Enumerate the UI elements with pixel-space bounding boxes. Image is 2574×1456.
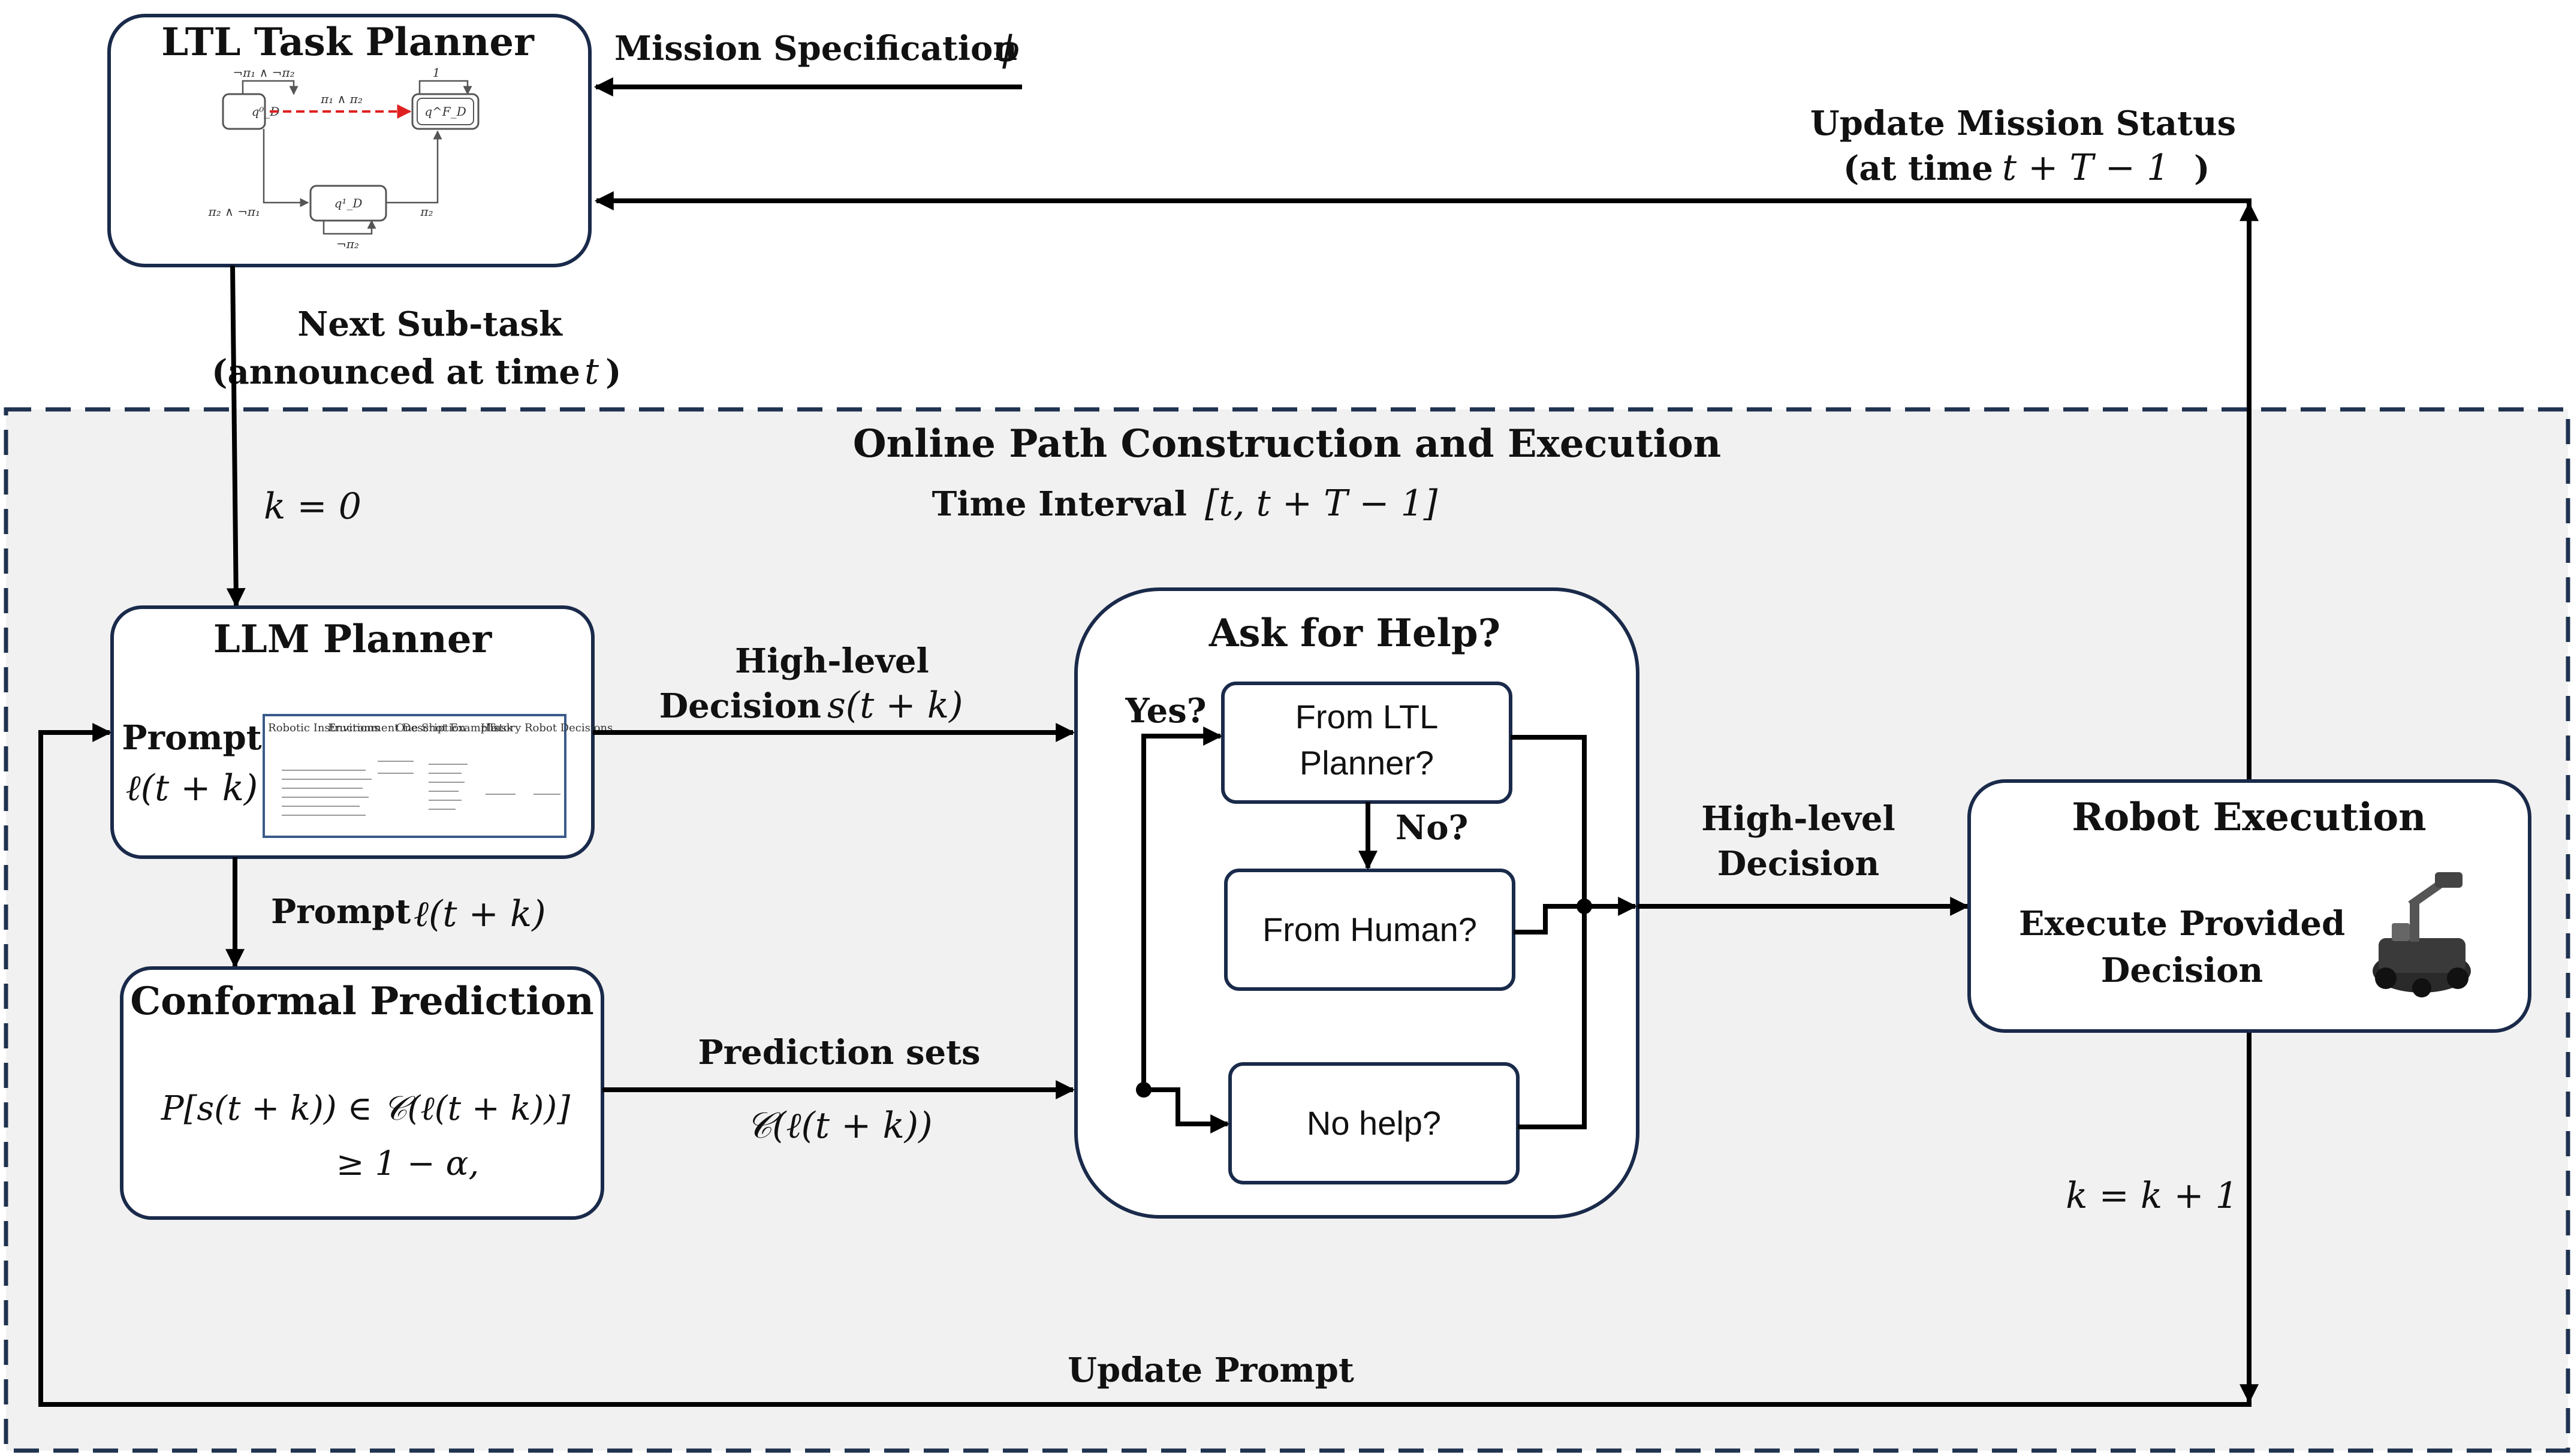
human-to-merge (1514, 904, 1584, 935)
automaton-edge-q0-q1 (263, 129, 309, 207)
prompt-thumbnail: Robotic Instructions Environment Descrip… (263, 714, 613, 838)
next-subtask-line2-math: t (584, 351, 599, 393)
conformal-line2: ≥ 1 − α, (336, 1144, 480, 1183)
online-region-title: Online Path Construction and Execution (853, 421, 1721, 466)
high-level-edge-line1: High-level (735, 641, 929, 681)
next-subtask-line2-suffix: ) (605, 352, 622, 392)
no-help-label: No help? (1307, 1104, 1441, 1142)
no-label: No? (1395, 808, 1468, 848)
llm-prompt-label: Prompt (122, 718, 261, 758)
llm-prompt-math: ℓ(t + k) (126, 767, 258, 809)
automaton-edge-q1-qF (386, 130, 442, 204)
thumb-text-lines (282, 761, 560, 816)
decision-edge-line2: Decision (1717, 844, 1879, 884)
prediction-sets-math: 𝒞(ℓ(t + k)) (746, 1105, 932, 1147)
automaton-state-qF-inner (417, 98, 474, 125)
time-interval-math: [t, t + T − 1] (1205, 483, 1438, 524)
time-interval-label: Time Interval (932, 484, 1187, 524)
automaton-selfloop-q0-label: ¬π₁ ∧ ¬π₂ (233, 65, 294, 80)
thumb-header-1: Robotic Instructions (268, 722, 379, 734)
update-prompt-label: Update Prompt (1068, 1351, 1354, 1390)
robot-line1: Execute Provided (2019, 904, 2345, 943)
update-status-line2-suffix: ) (2194, 149, 2210, 188)
path-to-no-help (1144, 1087, 1230, 1134)
llm-planner-title: LLM Planner (213, 617, 493, 662)
yes-label: Yes? (1125, 691, 1206, 731)
high-level-edge-line2-math: s(t + k) (827, 685, 963, 727)
update-status-line2-math: t + T − 1 (2002, 147, 2169, 189)
conformal-title: Conformal Prediction (130, 979, 594, 1024)
automaton-selfloop-qF (418, 80, 472, 95)
update-status-line2-prefix: (at time (1843, 149, 1993, 188)
automaton-selfloop-q0 (242, 80, 299, 95)
automaton-edge-q1-qF-label: π₂ (420, 204, 433, 219)
update-prompt-loop (38, 723, 2252, 1407)
next-subtask-arrow (226, 265, 246, 608)
conformal-line1: P[s(t + k)) ∈ 𝒞(ℓ(t + k))] (161, 1089, 570, 1128)
prompt-edge-math: ℓ(t + k) (414, 893, 546, 935)
robot-title: Robot Execution (2072, 795, 2426, 840)
prediction-sets-label: Prediction sets (698, 1033, 980, 1072)
decision-edge-line1: High-level (1701, 799, 1895, 839)
next-subtask-line1: Next Sub-task (297, 305, 563, 344)
automaton-state-q1-label: q¹_D (334, 196, 363, 210)
merge-junction-dot (1577, 899, 1592, 914)
k-init-label: k = 0 (264, 486, 361, 527)
update-status-line1: Update Mission Status (1810, 104, 2236, 143)
robot-line2: Decision (2101, 951, 2263, 990)
automaton-state-qF-label: q^F_D (424, 104, 466, 119)
automaton-edge-q0-q1-label: π₂ ∧ ¬π₁ (208, 204, 260, 219)
prompt-edge-label: Prompt (271, 892, 411, 932)
conformal-box (120, 966, 604, 1220)
ltl-planner-box (107, 14, 592, 267)
prompt-thumbnail-frame (263, 714, 566, 838)
nohelp-to-merge (1518, 906, 1587, 1129)
automaton-state-q0 (222, 93, 266, 130)
robot-icon (2373, 872, 2471, 997)
mission-spec-symbol: ϕ (995, 28, 1020, 70)
automaton-state-qF (411, 93, 480, 130)
thumb-header-4: Task (488, 722, 514, 734)
automaton-edge-q0-qF-label: π₁ ∧ π₂ (320, 92, 363, 106)
automaton-selfloop-q1-label: ¬π₂ (336, 237, 359, 251)
automaton-selfloop-qF-label: 1 (433, 65, 441, 80)
thumb-header-5: History Robot Decisions (481, 722, 613, 734)
prediction-junction-dot (1136, 1082, 1152, 1098)
from-ltl-line1: From LTL (1295, 698, 1439, 735)
thumb-header-3: One Shot Example (396, 722, 497, 734)
ltl-planner-title: LTL Task Planner (161, 20, 535, 65)
from-ltl-line2: Planner? (1300, 744, 1434, 782)
ask-help-title: Ask for Help? (1208, 611, 1500, 656)
next-subtask-line2-prefix: (announced at time (212, 352, 580, 392)
k-update-label: k = k + 1 (2066, 1175, 2238, 1217)
ltl-to-merge (1511, 735, 1587, 906)
no-help-box (1228, 1062, 1520, 1184)
high-level-edge-line2-prefix: Decision (659, 686, 821, 726)
ltl-automaton: q⁰_D q^F_D q¹_D π₁ ∧ π₂ ¬π₁ ∧ ¬π₂ 1 π₂ ∧… (208, 65, 480, 251)
update-status-arrow (594, 191, 2252, 781)
from-human-label: From Human? (1262, 911, 1477, 948)
thumb-header-2: Environment Description (328, 722, 466, 734)
yes-path-to-ltl (1141, 727, 1223, 1090)
automaton-selfloop-q1 (322, 219, 376, 235)
mission-spec-label: Mission Specification (614, 29, 1017, 68)
